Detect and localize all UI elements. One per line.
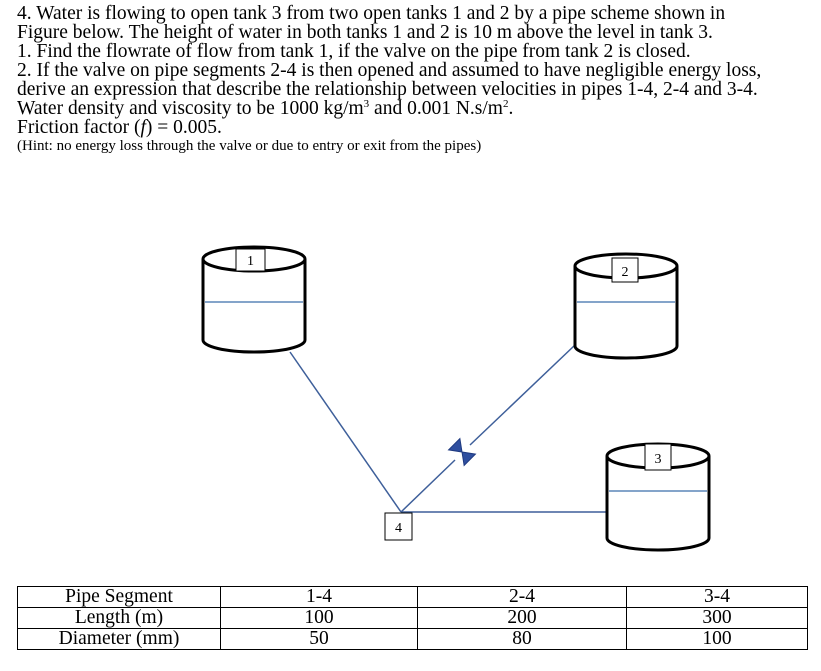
tank-3-wall xyxy=(605,456,711,552)
table-cell: 300 xyxy=(626,607,808,629)
friction-symbol: f xyxy=(140,117,146,138)
problem-line-6: Water density and viscosity to be 1000 k… xyxy=(17,98,817,119)
viscosity-text: and 0.001 N.s/m xyxy=(369,98,503,119)
table-cell: 3-4 xyxy=(626,586,808,608)
pipe-1-4 xyxy=(289,351,402,513)
problem-line-1: 4. Water is flowing to open tank 3 from … xyxy=(17,3,726,24)
tank-3-label: 3 xyxy=(655,452,662,467)
problem-statement: 4. Water is flowing to open tank 3 from … xyxy=(17,4,817,156)
table-cell: 80 xyxy=(417,628,627,650)
tank-2-label: 2 xyxy=(622,265,629,280)
friction-value: ) = 0.005. xyxy=(145,117,222,138)
problem-line-4: 2. If the valve on pipe segments 2-4 is … xyxy=(17,60,762,81)
density-text: Water density and viscosity to be 1000 k… xyxy=(17,98,364,119)
table-header-cell: Length (m) xyxy=(17,607,221,629)
pipe-2-4-lower xyxy=(400,459,456,513)
viscosity-exponent: 2 xyxy=(502,98,509,110)
tank-2-wall xyxy=(573,266,679,360)
tank-2: 2 xyxy=(573,252,679,360)
valve-icon xyxy=(447,437,477,467)
friction-text: Friction factor ( xyxy=(17,117,141,138)
tank-1-wall xyxy=(201,259,307,354)
tank-1-label: 1 xyxy=(247,254,254,269)
junction-4-label-box xyxy=(384,512,413,541)
table-cell: 50 xyxy=(220,628,418,650)
table-row: Length (m) 100 200 300 xyxy=(17,607,808,629)
tank-1-label-box xyxy=(235,248,266,272)
problem-line-7: Friction factor (f) = 0.005. xyxy=(17,117,817,138)
pipe-2-4-upper xyxy=(469,344,576,446)
table-row: Diameter (mm) 50 80 100 xyxy=(17,628,808,650)
table-header-cell: Pipe Segment xyxy=(17,586,221,608)
tank-3: 3 xyxy=(605,442,711,552)
line-6-end: . xyxy=(508,98,514,119)
table-cell: 1-4 xyxy=(220,586,418,608)
table-cell: 2-4 xyxy=(417,586,627,608)
problem-line-3: 1. Find the flowrate of flow from tank 1… xyxy=(17,41,691,62)
tank-3-label-box xyxy=(644,443,672,471)
tank-1: 1 xyxy=(201,245,307,354)
valve-body xyxy=(447,437,477,467)
table-cell: 100 xyxy=(220,607,418,629)
pipe-data-table: Pipe Segment 1-4 2-4 3-4 Length (m) 100 … xyxy=(17,586,808,650)
pipe-scheme-figure: 1 2 3 4 xyxy=(201,245,711,552)
table-cell: 200 xyxy=(417,607,627,629)
hint-text: (Hint: no energy loss through the valve … xyxy=(17,138,482,154)
problem-line-2: Figure below. The height of water in bot… xyxy=(17,22,713,43)
table-row: Pipe Segment 1-4 2-4 3-4 xyxy=(17,586,808,608)
density-exponent: 3 xyxy=(363,98,370,110)
table-cell: 100 xyxy=(626,628,808,650)
junction-4-label: 4 xyxy=(395,521,402,536)
problem-line-5: derive an expression that describe the r… xyxy=(17,79,758,100)
tank-2-label-box xyxy=(611,257,639,283)
table-header-cell: Diameter (mm) xyxy=(17,628,221,650)
